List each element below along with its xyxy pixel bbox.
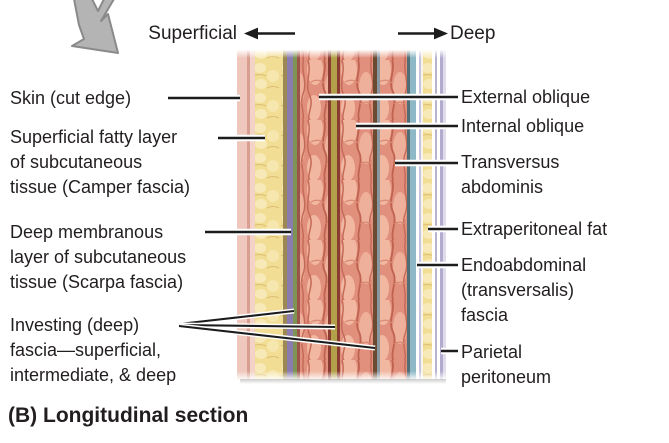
layer-edge-fade: [443, 50, 446, 380]
deep-arrow-icon: [398, 27, 448, 40]
deep-label: Deep: [450, 23, 496, 44]
bottom-fade: [237, 371, 446, 380]
layer-fascia-line-1: [419, 50, 421, 380]
leader-investing-intermediate: [178, 322, 336, 330]
layer-gray-divider: [377, 50, 380, 380]
bottom-shadow: [240, 379, 446, 384]
layer-gap-1: [416, 50, 419, 380]
big-pointer-arrow-icon: [71, 0, 119, 54]
layer-gap-3: [432, 50, 435, 380]
layer-gap-4: [437, 50, 440, 380]
layer-skin-line: [247, 50, 250, 380]
label-line: fascia—superficial,: [10, 340, 162, 360]
label-line: fascia: [461, 305, 509, 325]
label-line: intermediate, & deep: [10, 365, 177, 385]
leader-lines: [168, 93, 458, 355]
label-investing-fascia: Investing (deep) fascia—superficial, int…: [10, 313, 176, 388]
layer-investing-fascia-superficial: [293, 50, 297, 380]
label-external-oblique: External oblique: [461, 85, 590, 110]
layer-camper-fatty-layer: [255, 50, 283, 380]
layer-muscle-edge-1: [297, 50, 300, 380]
layer-gap-2: [421, 50, 423, 380]
label-line: Skin (cut edge): [10, 88, 132, 108]
label-line: Transversus: [461, 152, 560, 172]
superficial-arrow-icon: [244, 27, 295, 40]
label-scarpa-fascia: Deep membranous layer of subcutaneous ti…: [10, 220, 186, 295]
layer-muscle-edge-2: [328, 50, 331, 380]
layer-transversalis-fascia: [410, 50, 416, 380]
label-parietal-peritoneum: Parietal peritoneum: [461, 340, 551, 390]
layer-muscle-edge-3: [337, 50, 340, 380]
label-line: layer of subcutaneous: [10, 247, 187, 267]
label-line: abdominis: [461, 177, 544, 197]
label-line: (transversalis): [461, 280, 575, 300]
leader-investing-deep: [178, 323, 376, 351]
label-camper-fascia: Superficial fatty layer of subcutaneous …: [10, 125, 190, 200]
label-line: of subcutaneous: [10, 152, 143, 172]
layer-fascia-line-2: [435, 50, 437, 380]
layer-teal-edge: [407, 50, 410, 380]
label-line: External oblique: [461, 87, 591, 107]
label-extraperitoneal-fat: Extraperitoneal fat: [461, 217, 607, 242]
layer-investing-fascia-intermediate: [331, 50, 337, 380]
label-line: tissue (Camper fascia): [10, 177, 191, 197]
label-line: Endoabdominal: [461, 255, 587, 275]
label-internal-oblique: Internal oblique: [461, 114, 584, 139]
label-line: Superficial fatty layer: [10, 127, 178, 147]
label-line: Parietal: [461, 342, 523, 362]
label-line: Deep membranous: [10, 222, 164, 242]
layer-membranous-border: [283, 50, 287, 380]
figure-caption: (B) Longitudinal section: [8, 404, 249, 427]
label-endoabdominal-fascia: Endoabdominal (transversalis) fascia: [461, 253, 586, 328]
label-line: Internal oblique: [461, 116, 585, 136]
label-skin-cut-edge: Skin (cut edge): [10, 86, 131, 111]
superficial-label: Superficial: [148, 23, 237, 44]
layer-skin-inner: [250, 50, 255, 380]
layer-scarpa-fascia: [287, 50, 293, 380]
layer-extraperitoneal-fat: [423, 50, 432, 380]
label-line: tissue (Scarpa fascia): [10, 272, 184, 292]
label-line: peritoneum: [461, 367, 552, 387]
top-fade: [237, 50, 446, 58]
layer-parietal-peritoneum: [440, 50, 443, 380]
layer-investing-fascia-deep: [373, 50, 377, 380]
layer-skin-outer: [237, 50, 247, 380]
leader-investing-superficial: [178, 308, 295, 327]
label-transversus-abdominis: Transversus abdominis: [461, 150, 559, 200]
label-line: Extraperitoneal fat: [461, 219, 608, 239]
label-line: Investing (deep): [10, 315, 140, 335]
layer-transversus-muscle: [380, 50, 407, 380]
layer-internal-oblique-muscle: [340, 50, 373, 380]
